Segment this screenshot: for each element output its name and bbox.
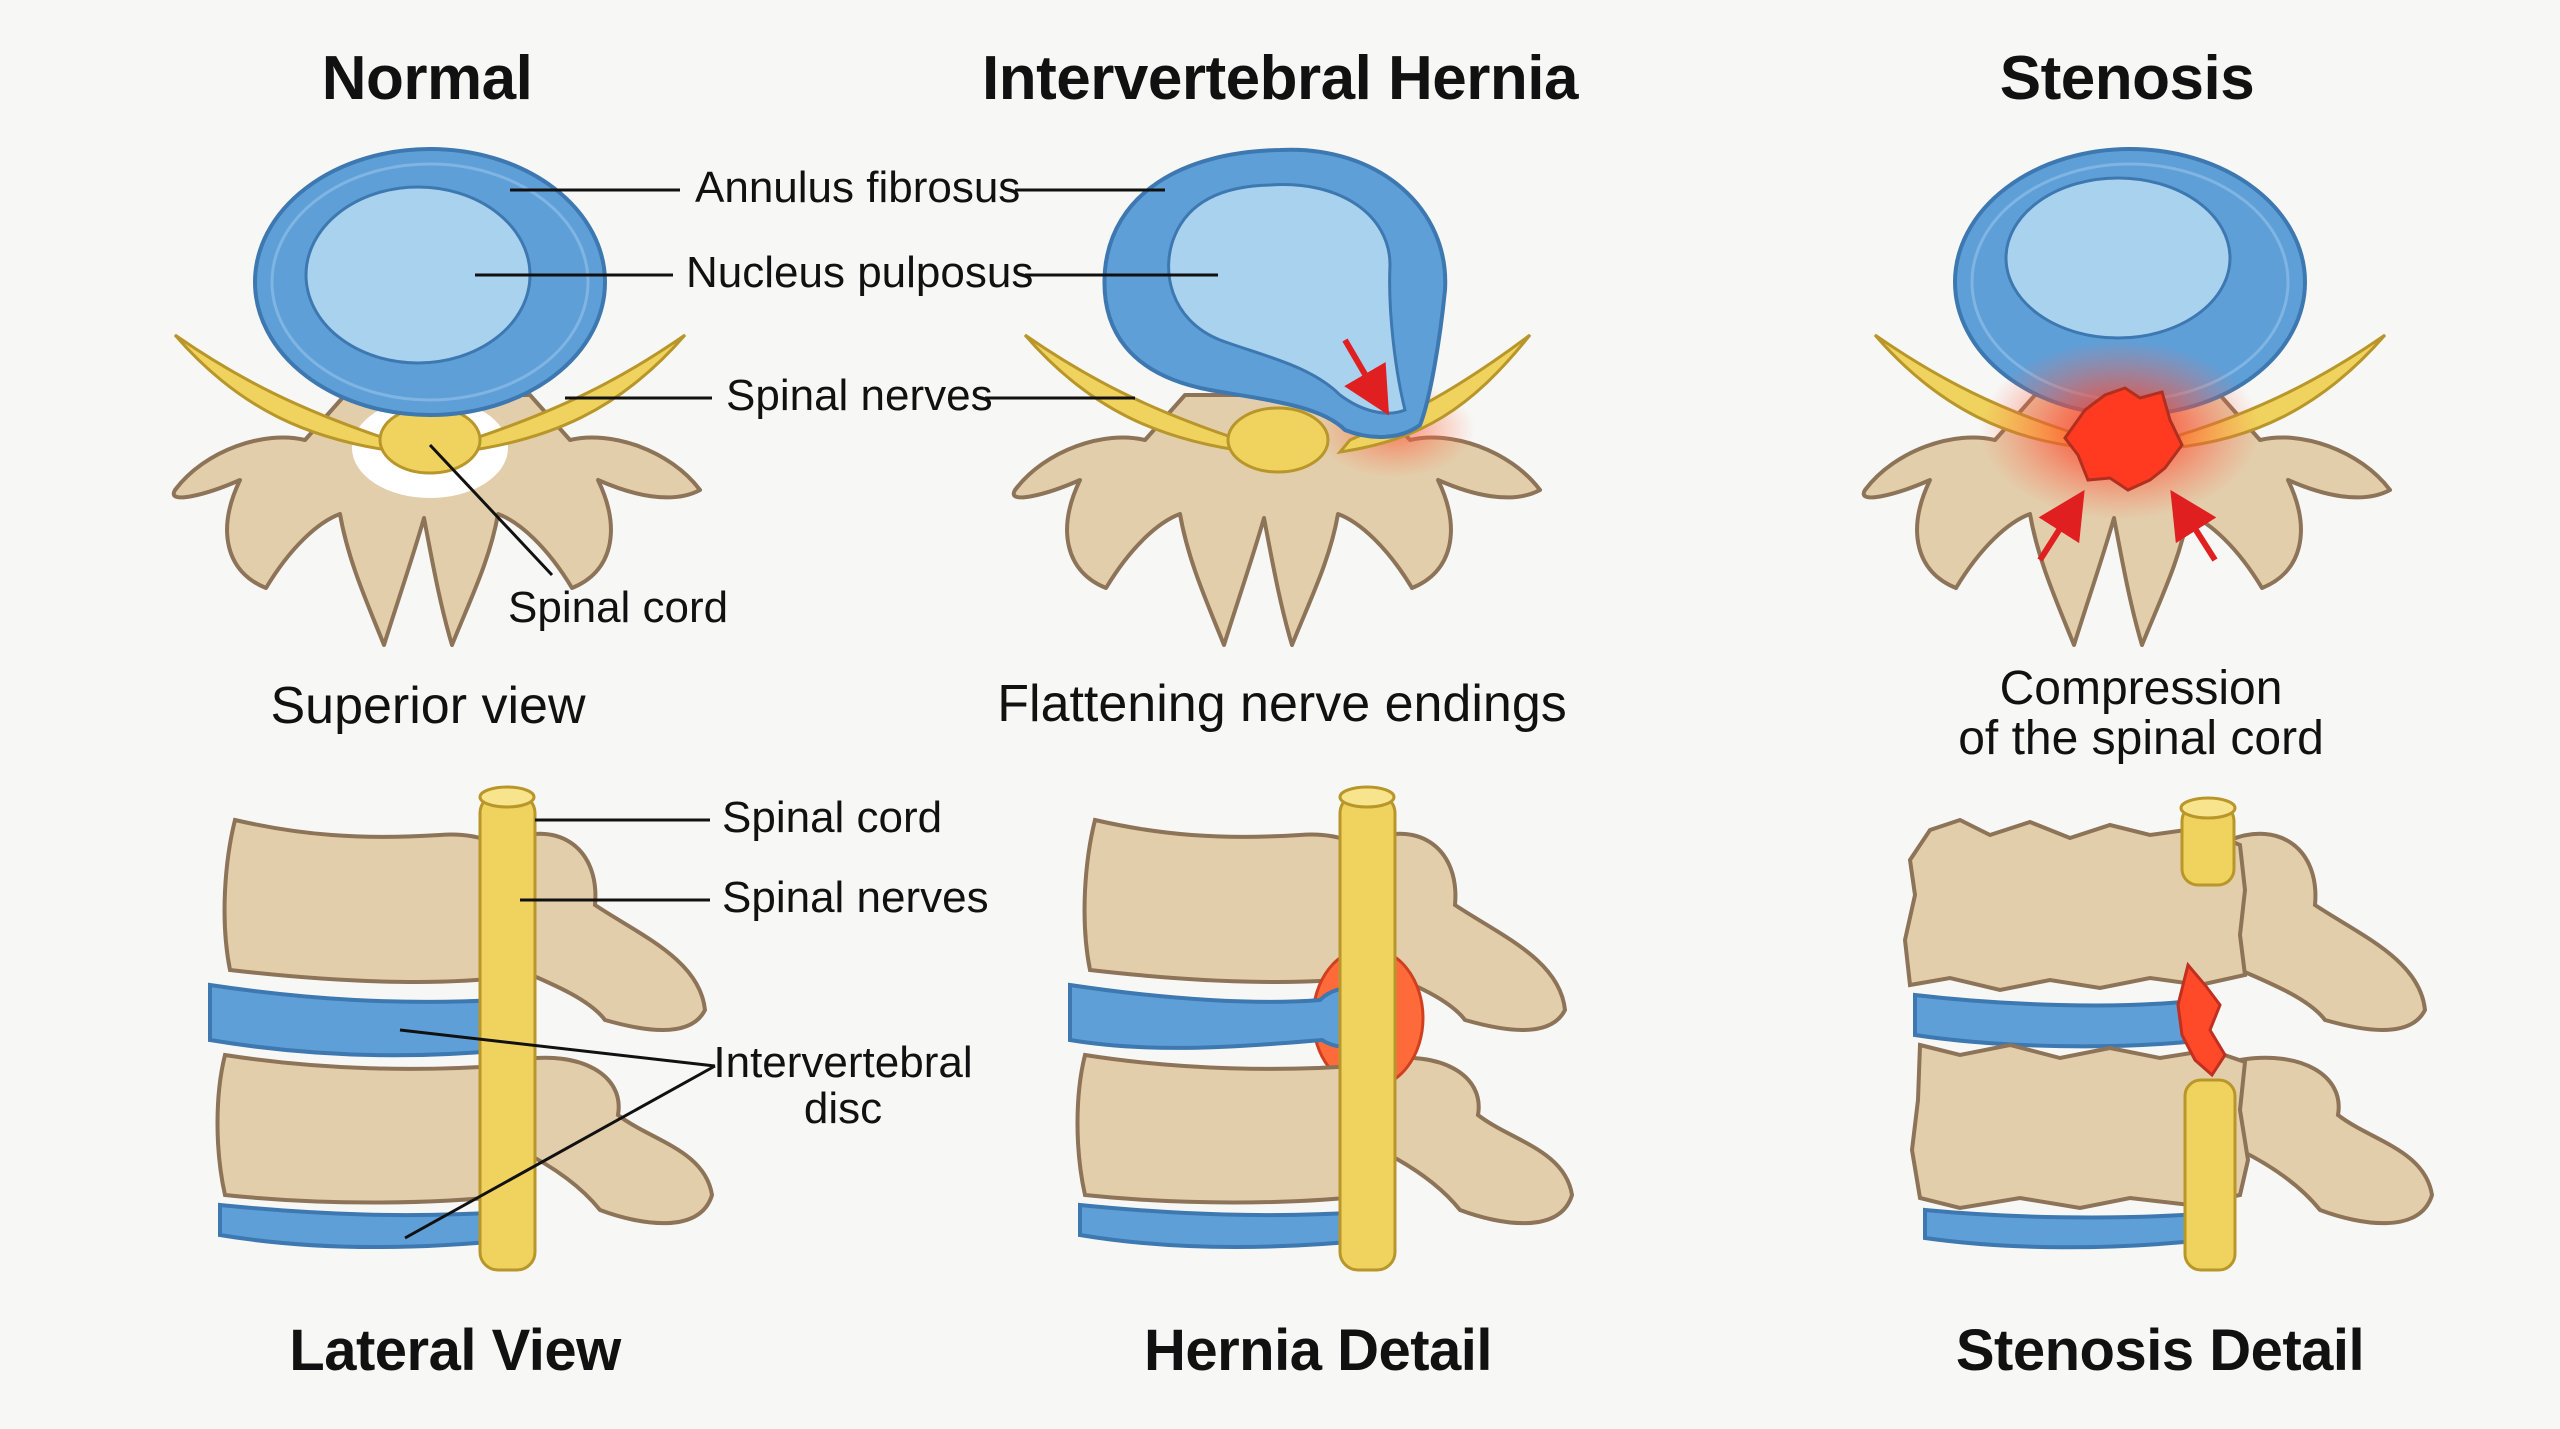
- stenosis-upper-vertebral-body: [1902, 817, 2248, 993]
- normal-lower-process: [518, 1055, 715, 1226]
- disc-leader-upper: [399, 1028, 716, 1068]
- normal-lateral-spinal-cord: [478, 793, 537, 1272]
- stenosis-nucleus-pulposus: [2004, 176, 2232, 340]
- caption-stenosis-detail: Stenosis Detail: [1955, 1318, 2365, 1383]
- stenosis-superior-vertebra: [1861, 147, 2392, 647]
- stenosis-upper-disc: [1913, 992, 2208, 1049]
- stenosis-compressed-cord: [2063, 386, 2184, 492]
- stenosis-lateral-compression: [2176, 961, 2227, 1078]
- hernia-lower-vertebral-body: [1075, 1052, 1384, 1205]
- normal-upper-process: [507, 831, 708, 1032]
- stenosis-lower-process: [2238, 1055, 2435, 1226]
- normal-annulus-ring: [270, 162, 590, 402]
- bottom-leader-lines: [399, 818, 716, 1240]
- hernia-spinal-cord: [1226, 406, 1330, 474]
- stenosis-lower-disc: [1923, 1207, 2208, 1250]
- stenosis-left-arrow: [2037, 489, 2085, 562]
- stenosis-lower-vertebral-body: [1909, 1042, 2251, 1211]
- stenosis-cord-top: [2179, 796, 2237, 820]
- label-spinal-cord-top: Spinal cord: [508, 583, 729, 632]
- heading-normal: Normal: [321, 44, 533, 113]
- hernia-lower-disc: [1078, 1202, 1373, 1249]
- normal-lateral-spine: [208, 785, 715, 1272]
- caption-lateral-view: Lateral View: [289, 1318, 621, 1383]
- normal-vertebral-arch: [171, 393, 702, 647]
- hernia-lower-process: [1378, 1055, 1575, 1226]
- caption-superior-view: Superior view: [270, 677, 586, 735]
- label-spinal-nerves-top: Spinal nerves: [726, 371, 993, 420]
- disc-leader-lower: [404, 1064, 716, 1240]
- label-annulus-fibrosus: Annulus fibrosus: [695, 163, 1021, 212]
- top-leader-lines: [428, 188, 1218, 577]
- heading-hernia: Intervertebral Hernia: [982, 44, 1578, 113]
- hernia-upper-process: [1367, 831, 1568, 1032]
- hernia-right-nerve: [1336, 333, 1532, 455]
- label-intervertebral-line1: Intervertebral: [713, 1038, 973, 1087]
- normal-superior-vertebra: [171, 147, 702, 647]
- hernia-cord-top: [1338, 785, 1396, 809]
- label-intervertebral-disc: Intervertebral disc: [713, 1038, 973, 1134]
- label-spinal-cord-side: Spinal cord: [722, 793, 943, 842]
- stenosis-right-arrow: [2170, 489, 2218, 562]
- caption-hernia-detail: Hernia Detail: [1143, 1318, 1493, 1383]
- hernia-lateral-spine: [1068, 785, 1575, 1272]
- normal-lower-vertebral-body: [215, 1052, 524, 1205]
- caption-compression-line1: Compression: [1999, 662, 2283, 715]
- normal-lower-disc: [218, 1202, 513, 1249]
- stenosis-lateral-cord-lower: [2183, 1078, 2237, 1272]
- caption-compression-line2: of the spinal cord: [1958, 712, 2324, 766]
- caption-flattening: Flattening nerve endings: [997, 675, 1567, 733]
- normal-cord-top: [478, 785, 536, 809]
- hernia-superior-vertebra: [1011, 147, 1542, 647]
- label-nucleus-pulposus: Nucleus pulposus: [686, 248, 1034, 297]
- label-intervertebral-line2: disc: [803, 1084, 883, 1134]
- normal-upper-disc: [208, 982, 508, 1058]
- label-spinal-nerves-side: Spinal nerves: [722, 873, 989, 922]
- cord-leader: [428, 443, 554, 577]
- hernia-lateral-spinal-cord: [1338, 793, 1397, 1272]
- heading-stenosis: Stenosis: [1999, 44, 2255, 113]
- stenosis-lateral-spine: [1902, 796, 2435, 1272]
- hernia-protrusion-arrow: [1342, 338, 1390, 416]
- stenosis-upper-process: [2227, 831, 2428, 1032]
- hernia-herniated-disc: [1068, 982, 1388, 1050]
- hernia-nucleus-pulposus: [1167, 183, 1407, 415]
- caption-compression: Compression of the spinal cord: [1958, 662, 2324, 766]
